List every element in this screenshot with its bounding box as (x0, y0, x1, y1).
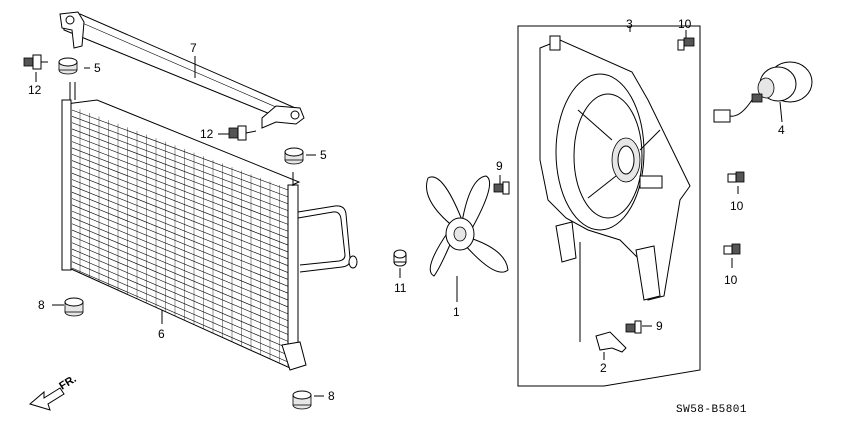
callout-10-top: 10 (678, 17, 692, 31)
bolt-12-left (23, 54, 48, 70)
cushion-8-left (64, 297, 84, 317)
callout-11: 11 (394, 281, 407, 295)
nut-11 (393, 249, 407, 267)
callout-6: 6 (158, 327, 165, 341)
callout-3: 3 (626, 17, 633, 31)
condenser (61, 82, 358, 371)
callout-4: 4 (778, 123, 785, 137)
bolt-9-upper (493, 181, 510, 195)
callout-8-right: 8 (328, 389, 335, 403)
front-direction-indicator: FR. (28, 373, 79, 411)
callout-12-left: 12 (28, 83, 42, 97)
callout-5-right: 5 (320, 148, 327, 162)
callout-8-left: 8 (38, 298, 45, 312)
fan-shroud (517, 25, 701, 387)
cushion-5-right (284, 147, 304, 165)
leader-lines (35, 26, 783, 397)
diagram-code: SW58-B5801 (676, 404, 747, 416)
front-arrow-icon (28, 387, 65, 411)
bolt-10-top (677, 37, 695, 51)
callout-9-lower: 9 (656, 319, 663, 333)
bracket-2 (579, 242, 627, 353)
callout-7: 7 (190, 41, 197, 55)
callout-labels: 1 2 3 4 5 5 6 7 8 8 9 9 10 10 10 11 12 1… (28, 17, 785, 403)
bolt-10-low (723, 243, 741, 255)
bolt-12-mid (228, 125, 257, 141)
callout-9-upper: 9 (496, 159, 503, 173)
callout-10-mid: 10 (730, 199, 744, 213)
cushion-8-right (292, 390, 312, 410)
callout-5-left: 5 (94, 61, 101, 75)
fan-blade (426, 175, 509, 277)
upper-mounting-bar (59, 11, 305, 129)
callout-2: 2 (600, 361, 607, 375)
bolt-9-lower (625, 320, 642, 334)
callout-1: 1 (453, 305, 460, 319)
callout-12-mid: 12 (200, 127, 214, 141)
fan-motor (713, 61, 813, 123)
bolt-10-mid (727, 171, 745, 183)
cushion-5-left (58, 57, 78, 75)
callout-10-low: 10 (724, 273, 738, 287)
